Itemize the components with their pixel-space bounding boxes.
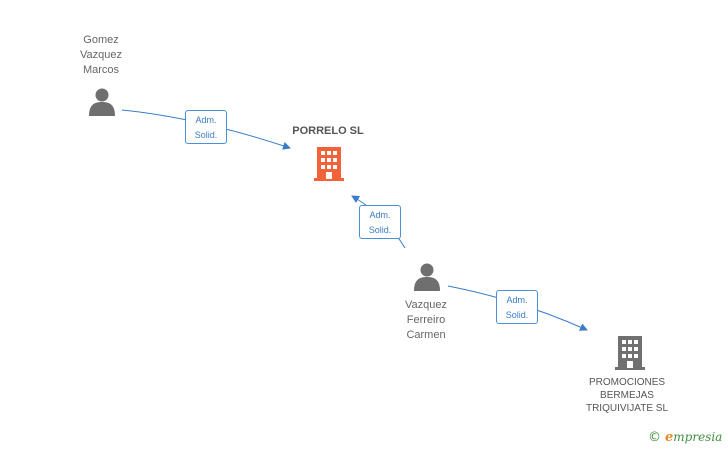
copyright-icon: © [648,430,661,445]
person-icon[interactable] [89,88,115,117]
person-icon[interactable] [414,263,440,292]
brand-logo[interactable]: © empresia [648,430,722,445]
building-icon[interactable] [615,336,645,370]
brand-initial: e [665,430,674,445]
brand-name: mpresia [673,430,723,444]
relation-label: Adm. Solid. [496,290,538,324]
relation-label: Adm. Solid. [359,205,401,239]
building-icon[interactable] [314,147,344,181]
person-name-vazquez[interactable]: Vazquez Ferreiro Carmen [405,299,447,341]
company-name-porrelo[interactable]: PORRELO SL [292,125,364,137]
relation-label: Adm. Solid. [185,110,227,144]
company-name-promociones[interactable]: PROMOCIONES BERMEJAS TRIQUIVIJATE SL [585,377,669,414]
person-name-gomez[interactable]: Gomez Vazquez Marcos [80,34,122,76]
